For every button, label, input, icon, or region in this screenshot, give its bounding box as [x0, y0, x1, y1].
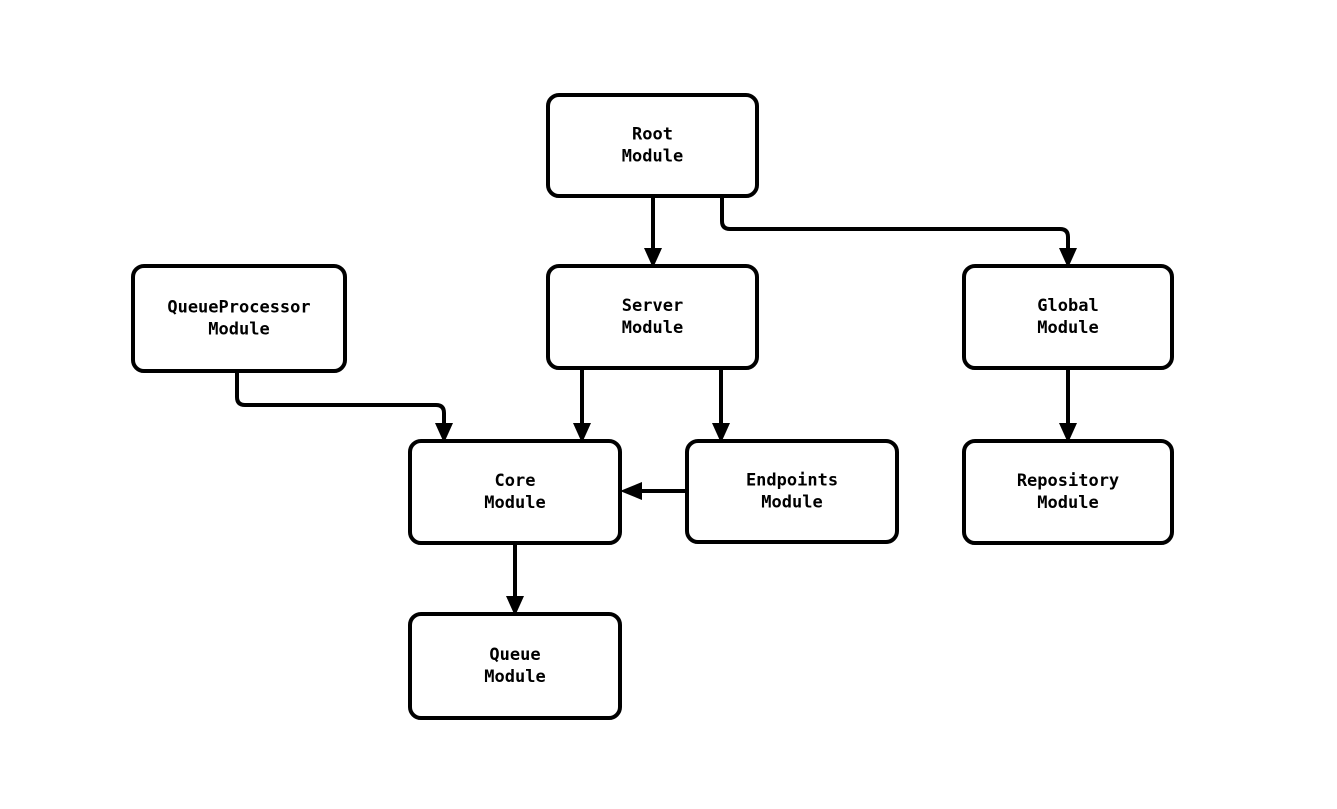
node-label-line1: Queue	[489, 645, 540, 665]
edge-line	[720, 196, 1070, 252]
arrowhead-icon	[712, 423, 730, 443]
edge-server-to-endpoints	[712, 368, 730, 443]
node-box[interactable]	[546, 93, 759, 198]
arrowhead-icon	[506, 596, 524, 616]
node-box[interactable]	[131, 264, 347, 373]
node-label-line2: Module	[208, 320, 269, 340]
arrowhead-icon	[1059, 423, 1077, 443]
node-label-line1: Root	[632, 125, 673, 145]
node-box[interactable]	[962, 264, 1174, 370]
edge-endpoints-to-core	[620, 482, 687, 500]
node-label-line2: Module	[484, 667, 545, 687]
arrowhead-icon	[1059, 248, 1077, 268]
node-box[interactable]	[685, 439, 899, 544]
node-label-line2: Module	[622, 147, 683, 167]
node-label-line2: Module	[1037, 493, 1098, 513]
arrowhead-icon	[435, 423, 453, 443]
node-label-line2: Module	[1037, 318, 1098, 338]
node-label-line1: Repository	[1017, 471, 1119, 491]
node-label-line2: Module	[761, 493, 822, 513]
node-label-line1: Endpoints	[746, 471, 838, 491]
edge-core-to-queue	[506, 543, 524, 616]
node-box[interactable]	[408, 612, 622, 720]
nodes-layer: RootModuleQueueProcessorModuleServerModu…	[131, 93, 1174, 720]
node-box[interactable]	[546, 264, 759, 370]
edges-layer	[235, 196, 1077, 616]
arrowhead-icon	[644, 248, 662, 268]
node-label-line1: Global	[1037, 296, 1098, 316]
node-label-line2: Module	[622, 318, 683, 338]
node-box[interactable]	[962, 439, 1174, 545]
node-label-line2: Module	[484, 493, 545, 513]
edge-global-to-repository	[1059, 368, 1077, 443]
edge-line	[235, 371, 446, 427]
node-label-line1: Core	[495, 471, 536, 491]
edge-queueprocessor-to-core	[235, 371, 453, 443]
arrowhead-icon	[620, 482, 642, 500]
arrowhead-icon	[573, 423, 591, 443]
node-label-line1: QueueProcessor	[167, 298, 310, 318]
edge-root-to-global	[720, 196, 1077, 268]
edge-root-to-server	[644, 196, 662, 268]
edge-server-to-core	[573, 368, 591, 443]
node-label-line1: Server	[622, 296, 683, 316]
node-box[interactable]	[408, 439, 622, 545]
